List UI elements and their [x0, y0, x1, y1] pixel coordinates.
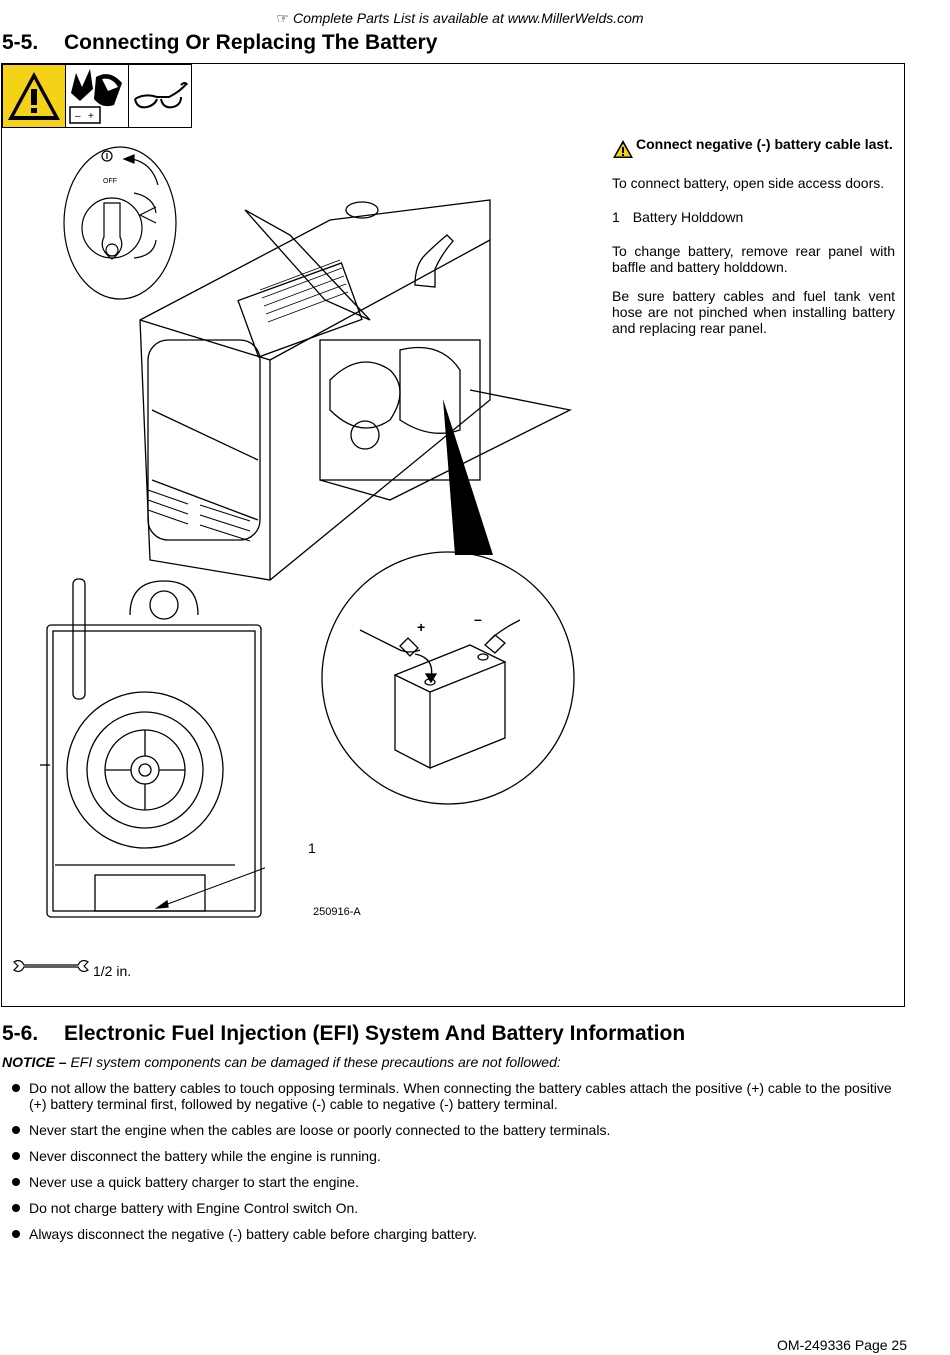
svg-text:+: + [88, 111, 94, 122]
parts-list-note: ☞Complete Parts List is available at www… [0, 10, 920, 27]
svg-text:–: – [75, 111, 81, 122]
warning-icon [2, 64, 66, 128]
battery-explosion-icon: – + [65, 64, 129, 128]
bullet-icon [12, 1178, 20, 1186]
section-title-text: Connecting Or Replacing The Battery [64, 31, 438, 54]
parts-list-text: Complete Parts List is available at www.… [292, 10, 644, 26]
bullet-icon [12, 1152, 20, 1160]
connect-paragraph: To connect battery, open side access doo… [612, 175, 885, 191]
cable-caution-paragraph: Be sure battery cables and fuel tank ven… [612, 288, 895, 336]
figure-frame [1, 63, 905, 1007]
engine-control-switch-illustration [63, 146, 177, 300]
item-number: 1 [612, 209, 620, 225]
notice-label: NOTICE – [2, 1054, 67, 1070]
warning-row: Connect negative (-) battery cable last. [612, 136, 895, 158]
bullet-icon [12, 1126, 20, 1134]
wrench-icon [13, 959, 89, 973]
section-title-text: Electronic Fuel Injection (EFI) System A… [64, 1022, 686, 1045]
precautions-list: Do not allow the battery cables to touch… [10, 1080, 910, 1252]
item-1-legend: 1 Battery Holddown [612, 209, 895, 225]
section-number: 5-5. [2, 31, 39, 54]
change-battery-paragraph: To change battery, remove rear panel wit… [612, 243, 895, 275]
list-item: Never use a quick battery charger to sta… [10, 1174, 910, 1190]
list-item: Do not allow the battery cables to touch… [10, 1080, 910, 1112]
bullet-icon [12, 1084, 20, 1092]
welder-generator-illustration [139, 199, 572, 581]
bullet-icon [12, 1204, 20, 1212]
callout-1: 1 [308, 840, 316, 856]
section-number: 5-6. [2, 1022, 39, 1045]
page-footer: OM-249336 Page 25 [777, 1337, 907, 1353]
list-item: Never start the engine when the cables a… [10, 1122, 910, 1138]
off-label: OFF [103, 178, 117, 185]
list-item: Always disconnect the negative (-) batte… [10, 1226, 910, 1242]
caution-icon [613, 140, 633, 158]
battery-detail-illustration [321, 551, 575, 805]
list-item: Do not charge battery with Engine Contro… [10, 1200, 910, 1216]
section-title-5-6: 5-6. Electronic Fuel Injection (EFI) Syst… [2, 1022, 685, 1046]
safety-icons: – + [2, 64, 192, 128]
bullet-icon [12, 1230, 20, 1238]
notice-text: EFI system components can be damaged if … [66, 1054, 561, 1070]
rear-view-illustration [40, 578, 265, 918]
notice: NOTICE – EFI system components can be da… [2, 1054, 561, 1070]
item-label: Battery Holddown [632, 209, 744, 225]
positive-terminal-label: + [417, 619, 426, 635]
art-id: 250916-A [313, 906, 361, 918]
list-item: Never disconnect the battery while the e… [10, 1148, 910, 1164]
magnify-pointer [443, 399, 493, 555]
negative-terminal-label: – [474, 611, 482, 627]
safety-glasses-icon [128, 64, 192, 128]
section-title-5-5: 5-5. Connecting Or Replacing The Battery [2, 31, 437, 55]
tool-size: 1/2 in. [93, 963, 132, 979]
pointing-hand-icon: ☞ [276, 10, 289, 26]
warning-text: Connect negative (-) battery cable last. [636, 136, 893, 152]
